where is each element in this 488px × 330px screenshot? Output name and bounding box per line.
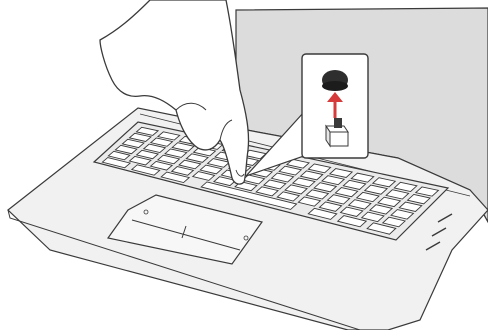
callout-joint-mask: [304, 110, 308, 156]
keycap-base-icon: [322, 81, 348, 91]
